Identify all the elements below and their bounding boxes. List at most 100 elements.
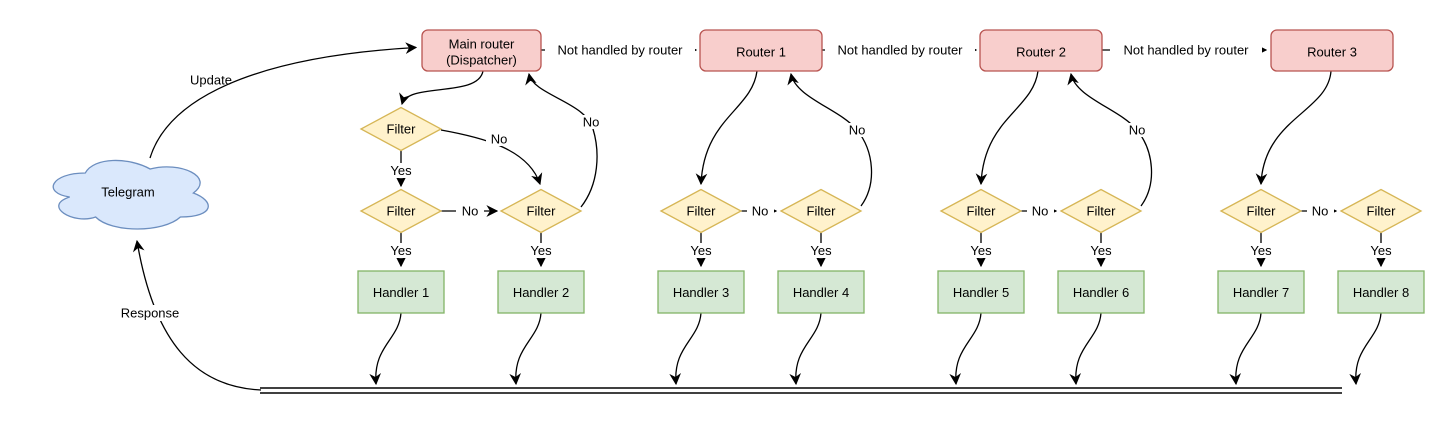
filter-node (499, 188, 583, 234)
handler-1-label: Handler 1 (373, 285, 429, 300)
handler2-out-arrow (509, 312, 542, 386)
no-label-bg (1124, 123, 1151, 137)
yes-label-bg (385, 243, 417, 258)
filter-return-no-main (525, 72, 598, 208)
yes-label: Yes (1250, 243, 1272, 258)
yes-label: Yes (690, 243, 712, 258)
not-handled-label-bg (825, 42, 975, 58)
filter-node (1339, 188, 1423, 234)
handler8-out-arrow (1349, 312, 1382, 386)
handler7-out-arrow (1229, 312, 1262, 386)
not-handled-label: Not handled by router (837, 43, 963, 58)
update-label: Update (190, 73, 232, 88)
filter-return-no-router1 (787, 72, 873, 207)
update-arrow (149, 42, 418, 159)
filter-label: Filter (1087, 204, 1117, 219)
router-3-label: Router 3 (1307, 45, 1357, 60)
yes-label-bg (1085, 243, 1117, 258)
telegram-cloud (52, 159, 209, 230)
router3-to-filter-arrow (1255, 70, 1332, 186)
not-handled-label: Not handled by router (557, 43, 683, 58)
filter-label: Filter (807, 204, 837, 219)
no-label-bg (486, 132, 513, 146)
yes-label: Yes (970, 243, 992, 258)
filter-node (659, 188, 743, 234)
main-router-label-line1: Main router (449, 37, 515, 52)
router-2-node (979, 29, 1103, 72)
handler-7-label: Handler 7 (1233, 285, 1289, 300)
filter-node (1059, 188, 1143, 234)
handler-5-node (937, 270, 1025, 314)
handler-7-node (1217, 270, 1305, 314)
handler-6-node (1057, 270, 1145, 314)
no-label-bg (1027, 204, 1054, 218)
handler-2-label: Handler 2 (513, 285, 569, 300)
filter-no-curve-main (440, 129, 543, 186)
filter-label: Filter (1367, 204, 1397, 219)
no-label-bg (578, 115, 605, 129)
handler-3-label: Handler 3 (673, 285, 729, 300)
router2-to-filter-arrow (975, 70, 1039, 186)
filter-label: Filter (387, 122, 417, 137)
handler5-out-arrow (949, 312, 982, 386)
main-router-label-line2: (Dispatcher) (446, 53, 517, 68)
dispatcher-to-filter-arrow (399, 70, 484, 106)
handler4-out-arrow (789, 312, 822, 386)
yes-label-bg (965, 243, 997, 258)
no-label-bg (456, 204, 484, 218)
router-3-node (1270, 29, 1394, 72)
telegram-cloud-label: Telegram (101, 185, 154, 200)
handler-5-label: Handler 5 (953, 285, 1009, 300)
filter-node (779, 188, 863, 234)
yes-label-bg (685, 243, 717, 258)
filter-node (1219, 188, 1303, 234)
no-label: No (849, 123, 866, 138)
router-2-label: Router 2 (1016, 45, 1066, 60)
yes-label-bg (1245, 243, 1277, 258)
handler-4-label: Handler 4 (793, 285, 849, 300)
router-1-node (699, 29, 823, 72)
yes-label: Yes (530, 243, 552, 258)
handler-8-node (1337, 270, 1425, 314)
yes-label-bg (805, 243, 837, 258)
not-handled-label-bg (1110, 42, 1262, 58)
response-label-bg (117, 305, 183, 321)
response-arrow (132, 239, 262, 391)
no-label: No (1312, 204, 1329, 219)
yes-label: Yes (810, 243, 832, 258)
main-router-node (421, 29, 542, 72)
handler1-out-arrow (369, 312, 402, 386)
no-label-bg (844, 123, 871, 137)
handler-2-node (497, 270, 585, 314)
yes-label-bg (1365, 243, 1397, 258)
filter-label: Filter (687, 204, 717, 219)
no-label: No (491, 132, 508, 147)
yes-label: Yes (1370, 243, 1392, 258)
no-label: No (583, 115, 600, 130)
no-label: No (462, 204, 479, 219)
handler-1-node (357, 270, 445, 314)
response-label: Response (121, 306, 180, 321)
yes-label-bg (525, 243, 557, 258)
yes-label: Yes (390, 163, 412, 178)
filter-label: Filter (1247, 204, 1277, 219)
yes-label: Yes (1090, 243, 1112, 258)
handler3-out-arrow (669, 312, 702, 386)
router-1-label: Router 1 (736, 45, 786, 60)
filter-label: Filter (527, 204, 557, 219)
filter-node (359, 188, 443, 234)
handler-6-label: Handler 6 (1073, 285, 1129, 300)
no-label: No (1032, 204, 1049, 219)
filter-label: Filter (387, 204, 417, 219)
not-handled-label-bg (545, 42, 695, 58)
not-handled-label: Not handled by router (1123, 43, 1249, 58)
no-label: No (752, 204, 769, 219)
no-label-bg (1307, 204, 1334, 218)
handler-4-node (777, 270, 865, 314)
filter-node (939, 188, 1023, 234)
no-label: No (1129, 123, 1146, 138)
filter-label: Filter (967, 204, 997, 219)
handler-3-node (657, 270, 745, 314)
